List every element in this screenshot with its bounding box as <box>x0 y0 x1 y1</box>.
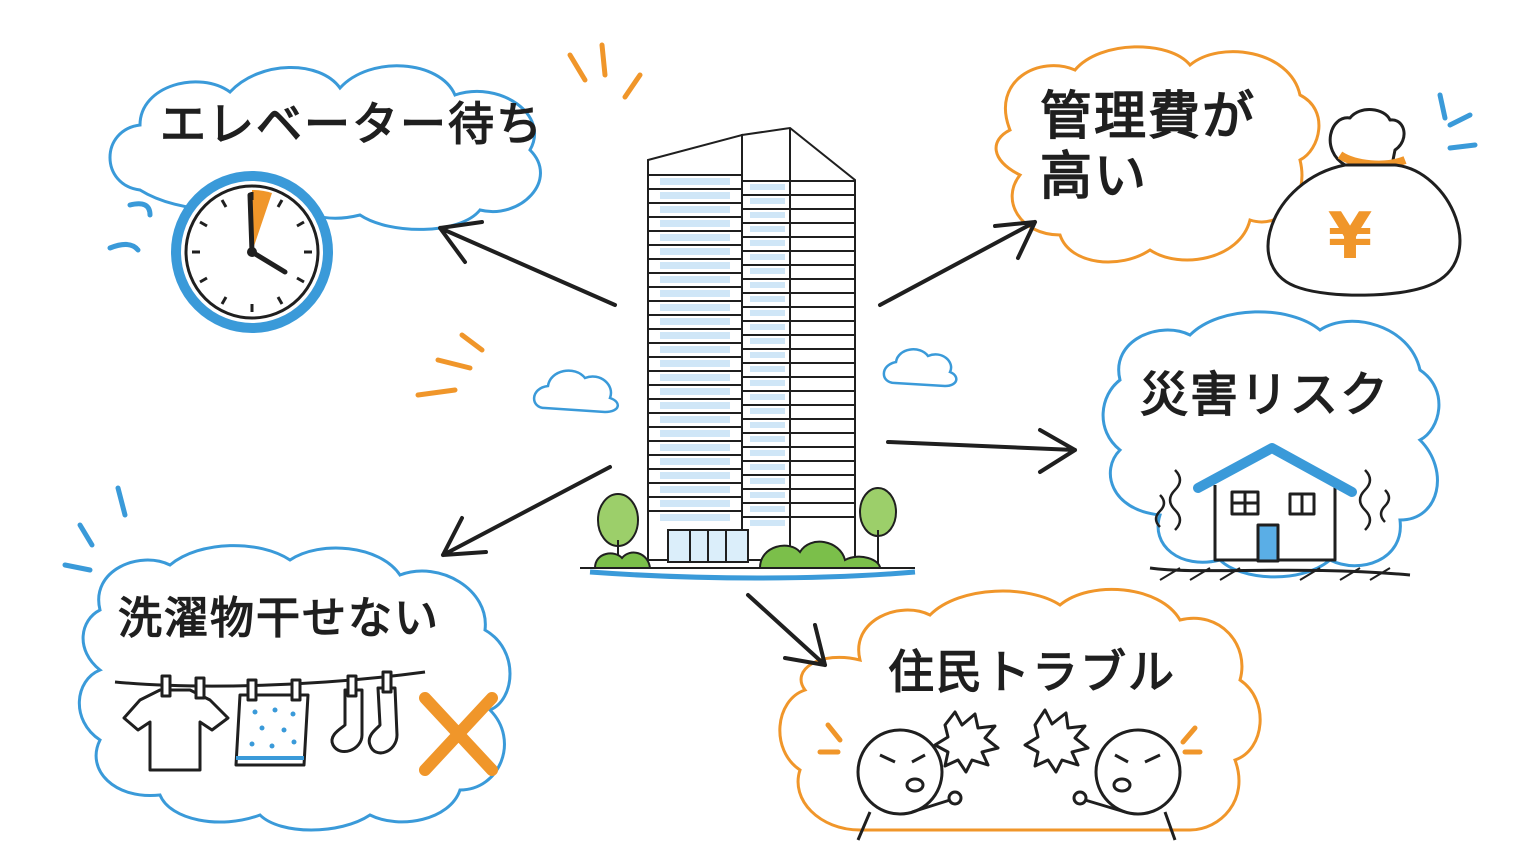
shaking-house-icon <box>1149 443 1411 581</box>
window <box>750 240 785 246</box>
window <box>660 220 730 227</box>
accent-strokes <box>62 42 1478 755</box>
window <box>660 514 730 521</box>
clock-icon <box>107 171 333 333</box>
small-cloud-left <box>532 369 619 414</box>
ground-base <box>580 567 916 581</box>
cloud-bubble-disaster <box>1101 310 1441 579</box>
window <box>660 500 730 507</box>
window <box>660 430 730 437</box>
trees-and-bushes <box>593 487 897 569</box>
arrow-to-laundry <box>441 465 612 557</box>
high-rise-building <box>647 126 856 563</box>
window <box>750 366 785 372</box>
window <box>750 310 785 316</box>
window <box>660 444 730 451</box>
window <box>660 290 730 297</box>
window <box>750 478 785 484</box>
window <box>750 450 785 456</box>
window <box>750 408 785 414</box>
arrow-to-fee <box>878 220 1037 307</box>
laundry-cross-icon <box>114 670 498 776</box>
window <box>660 486 730 493</box>
arrows <box>438 220 1077 667</box>
cloud-bubble-laundry <box>77 544 512 832</box>
window <box>750 296 785 302</box>
window <box>660 192 730 199</box>
window <box>750 394 785 400</box>
window <box>750 212 785 218</box>
window <box>660 346 730 353</box>
window <box>750 422 785 428</box>
arguing-people-icon <box>856 708 1182 841</box>
window <box>750 436 785 442</box>
window <box>750 464 785 470</box>
window <box>660 416 730 423</box>
window <box>660 262 730 269</box>
cloud-bubble-neighbor <box>778 587 1262 832</box>
window <box>750 324 785 330</box>
window <box>660 388 730 395</box>
window <box>750 338 785 344</box>
window <box>660 318 730 325</box>
building-floors-right <box>742 180 855 526</box>
window <box>660 206 730 213</box>
yen-symbol: ¥ <box>1328 200 1373 274</box>
window <box>660 472 730 479</box>
label-resident-trouble: 住民トラブル <box>888 645 1176 699</box>
arrow-to-neighbor <box>746 593 827 667</box>
window <box>660 304 730 311</box>
window <box>750 492 785 498</box>
small-cloud-right <box>882 348 958 388</box>
window <box>750 506 785 512</box>
window <box>750 380 785 386</box>
label-elevator-wait: エレベーター待ち <box>160 97 544 151</box>
label-cannot-dry-laundry: 洗濯物干せない <box>118 593 440 644</box>
window <box>750 282 785 288</box>
building-floors-left <box>648 174 742 521</box>
arrow-to-elevator <box>438 220 617 307</box>
window <box>750 198 785 204</box>
window <box>660 276 730 283</box>
yen-money-bag-icon: ¥ <box>1266 108 1462 297</box>
window <box>750 254 785 260</box>
window <box>660 234 730 241</box>
window <box>660 360 730 367</box>
label-high-management-fee: 管理費が高い <box>1040 87 1257 207</box>
label-disaster-risk: 災害リスク <box>1140 367 1391 423</box>
window <box>660 458 730 465</box>
arrow-to-disaster <box>886 428 1077 474</box>
window <box>660 374 730 381</box>
window <box>750 226 785 232</box>
window <box>750 184 785 190</box>
window <box>660 248 730 255</box>
window <box>750 352 785 358</box>
window <box>750 520 785 526</box>
window <box>660 178 730 185</box>
window <box>660 402 730 409</box>
window <box>660 332 730 339</box>
window <box>750 268 785 274</box>
